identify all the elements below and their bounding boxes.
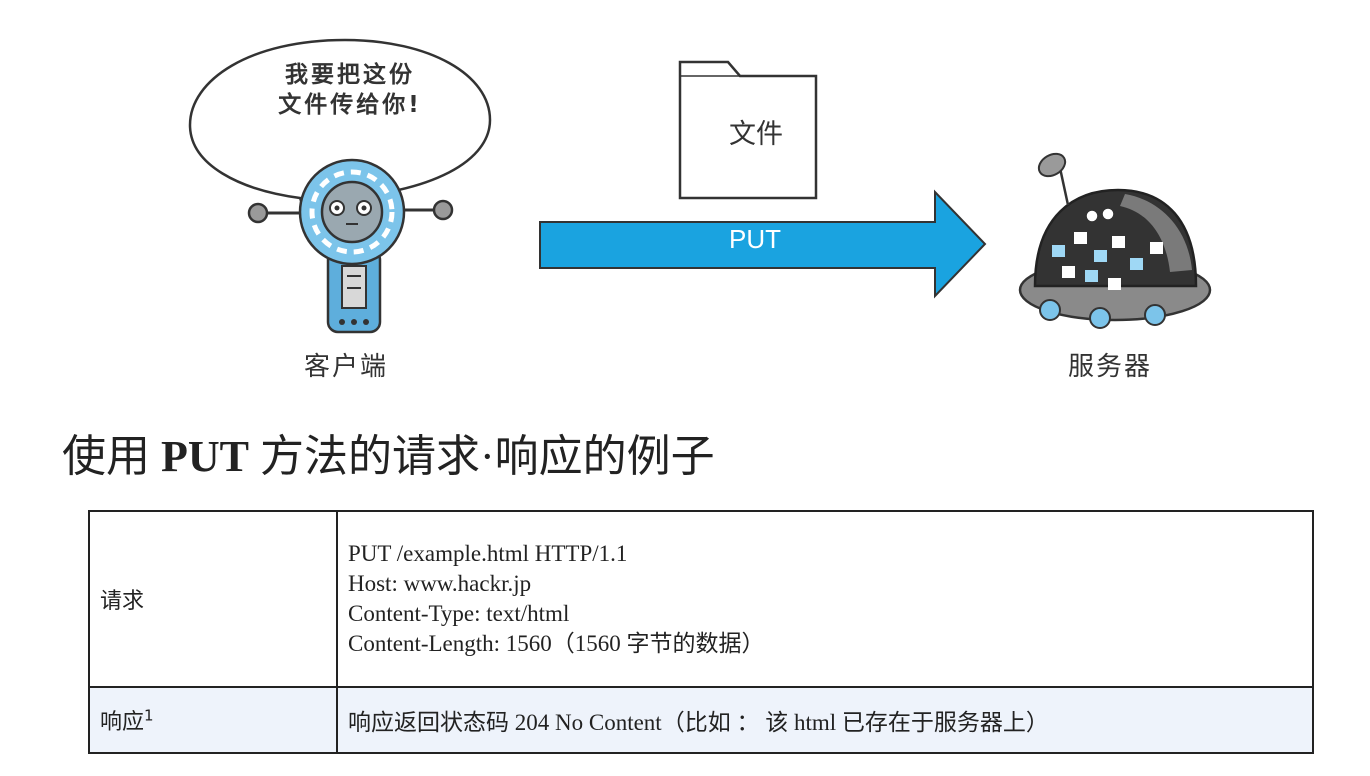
table-row-response: 响应1 响应返回状态码 204 No Content（比如 ： 该 html 已…	[88, 686, 1314, 754]
client-label: 客户端	[304, 352, 389, 382]
put-arrow	[539, 189, 987, 299]
response-footnote: 1	[144, 706, 154, 725]
heading-method: PUT	[161, 432, 249, 481]
heading-prefix: 使用	[62, 432, 150, 481]
heading-suffix: 方法的请求·响应的例子	[260, 432, 715, 481]
example-table: 请求 PUT /example.html HTTP/1.1 Host: www.…	[88, 510, 1314, 754]
server-robot-icon	[1018, 152, 1212, 329]
request-label: 请求	[88, 510, 338, 688]
bubble-line-2: 文件传给你!	[278, 92, 422, 118]
put-arrow-label: PUT	[729, 224, 781, 254]
client-robot-icon	[247, 158, 454, 334]
request-line-1: PUT /example.html HTTP/1.1	[348, 541, 628, 566]
speech-bubble-text: 我要把这份 文件传给你!	[250, 60, 450, 120]
response-content: 响应返回状态码 204 No Content（比如 ： 该 html 已存在于服…	[336, 686, 1314, 754]
response-label-cell: 响应1	[88, 686, 338, 754]
request-line-2: Host: www.hackr.jp	[348, 571, 532, 596]
request-line-3: Content-Type: text/html	[348, 601, 570, 626]
put-diagram: 我要把这份 文件传给你! 文件 PUT 客户端 服务器	[188, 38, 1212, 382]
server-label: 服务器	[1068, 352, 1153, 382]
request-line-4: Content-Length: 1560（1560 字节的数据）	[348, 631, 765, 656]
section-heading: 使用 PUT 方法的请求·响应的例子	[62, 420, 715, 484]
folder-icon	[678, 60, 818, 200]
folder-label: 文件	[729, 119, 783, 150]
response-label: 响应	[100, 710, 145, 735]
diagram-graphics	[188, 38, 1212, 334]
request-content: PUT /example.html HTTP/1.1 Host: www.hac…	[336, 510, 1314, 688]
bubble-line-1: 我要把这份	[285, 62, 415, 88]
table-row-request: 请求 PUT /example.html HTTP/1.1 Host: www.…	[88, 510, 1314, 688]
